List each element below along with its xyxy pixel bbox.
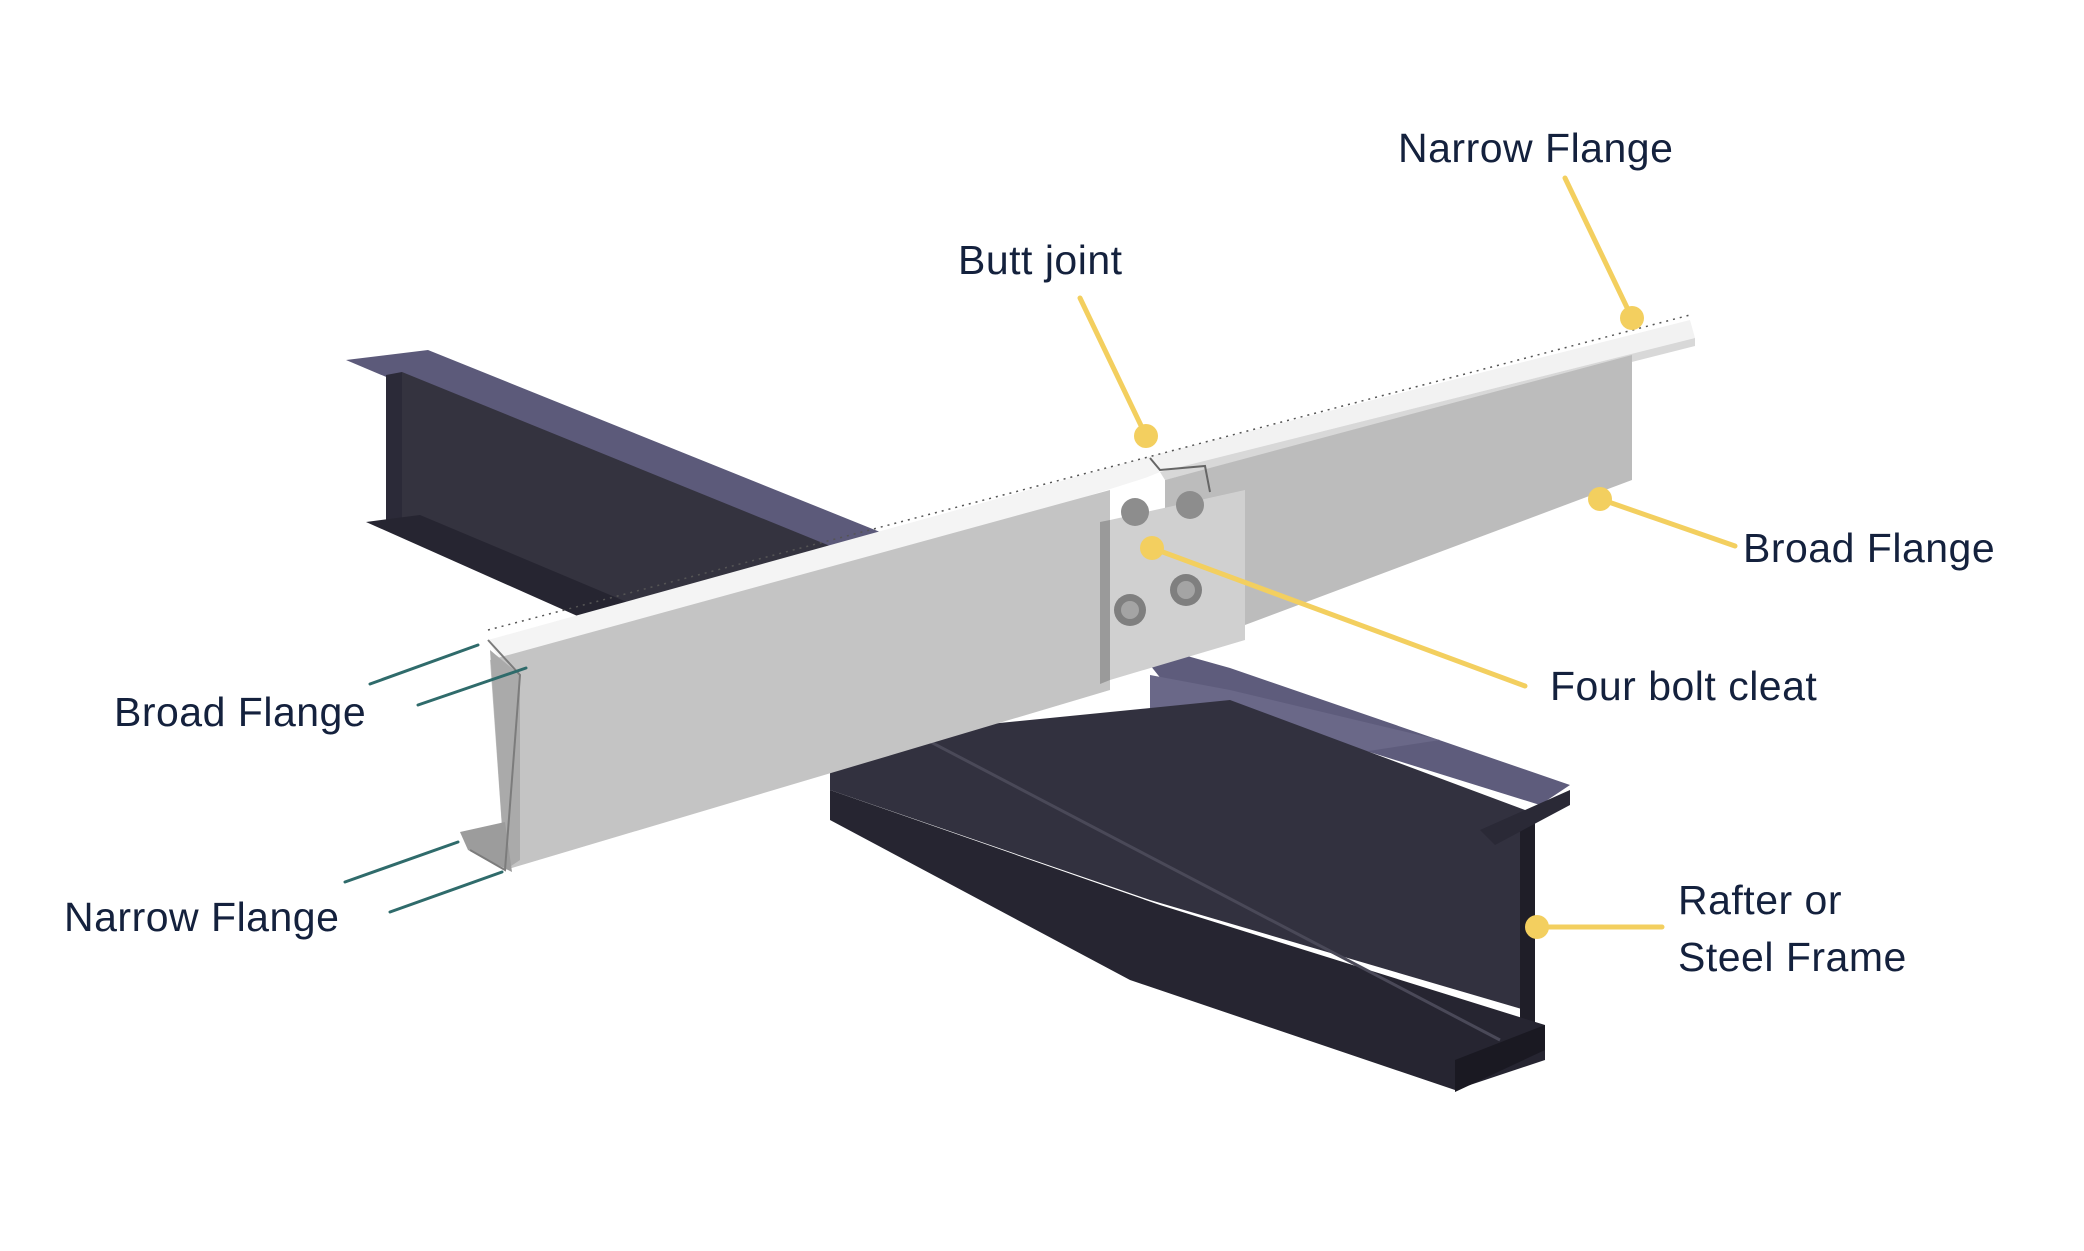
callout-line-broad-flange-left-a — [368, 643, 480, 686]
purlin-beam — [460, 314, 1695, 872]
rafter-web-far — [386, 372, 402, 530]
label-broad-flange-right: Broad Flange — [1743, 525, 1996, 571]
callout-line-broad-flange-left-b — [416, 666, 528, 707]
label-narrow-flange-left: Narrow Flange — [64, 894, 340, 940]
purlin-top-flange-right — [1155, 320, 1695, 472]
purlin-web-right — [1165, 355, 1632, 625]
label-rafter-line-1: Rafter or — [1678, 877, 1842, 923]
callout-line-narrow-flange-left-b — [388, 870, 504, 914]
label-four-bolt-cleat: Four bolt cleat — [1550, 663, 1818, 709]
callout-line-narrow-flange-top — [1562, 175, 1635, 321]
teal-callouts — [343, 643, 528, 914]
yellow-callouts — [1077, 175, 1738, 939]
bolt-upper-left — [1121, 498, 1149, 526]
label-butt-joint: Butt joint — [958, 237, 1123, 283]
callout-dot-rafter — [1525, 915, 1549, 939]
rafter-top-flange-far — [346, 350, 900, 560]
purlin-web-left-shade — [490, 650, 520, 870]
callout-dot-four-bolt-cleat — [1140, 536, 1164, 560]
bolt-lower-right-hex — [1177, 581, 1195, 599]
rafter-bottom-flange-near — [830, 790, 1545, 1090]
purlin-flange-lip — [1160, 338, 1695, 480]
label-narrow-flange-top: Narrow Flange — [1398, 125, 1674, 171]
rafter-bottom-flange-end — [1455, 1025, 1545, 1092]
callout-dot-broad-flange-right — [1588, 487, 1612, 511]
bolt-upper-right — [1176, 491, 1204, 519]
rafter-top-flange-mid — [1150, 675, 1440, 760]
callout-line-butt-joint — [1077, 295, 1149, 439]
purlin-end-outline — [469, 639, 522, 872]
callout-dot-narrow-flange-top — [1620, 306, 1644, 330]
callout-line-narrow-flange-left-a — [343, 840, 460, 884]
four-bolt-cleat — [1100, 490, 1245, 684]
label-rafter-line-2: Steel Frame — [1678, 934, 1907, 981]
cleat-plate-edge — [1100, 520, 1110, 684]
callout-line-four-bolt-cleat — [1149, 545, 1528, 689]
purlin-web-left — [490, 490, 1110, 870]
callout-line-broad-flange-right — [1597, 496, 1738, 549]
callout-dot-butt-joint — [1134, 424, 1158, 448]
rafter-end-web — [1520, 808, 1535, 1030]
label-broad-flange-left: Broad Flange — [114, 689, 367, 735]
label-rafter-steel-frame: Rafter or Steel Frame — [1678, 872, 1907, 987]
rafter-end-top-flange — [1480, 790, 1570, 845]
rafter-web-side-near — [830, 700, 1525, 1010]
purlin-bottom-flange-left — [460, 822, 512, 872]
butt-joint-seam — [1149, 457, 1211, 493]
bolt-lower-left-hex — [1121, 601, 1139, 619]
rafter-flange-edge — [859, 703, 1501, 1042]
